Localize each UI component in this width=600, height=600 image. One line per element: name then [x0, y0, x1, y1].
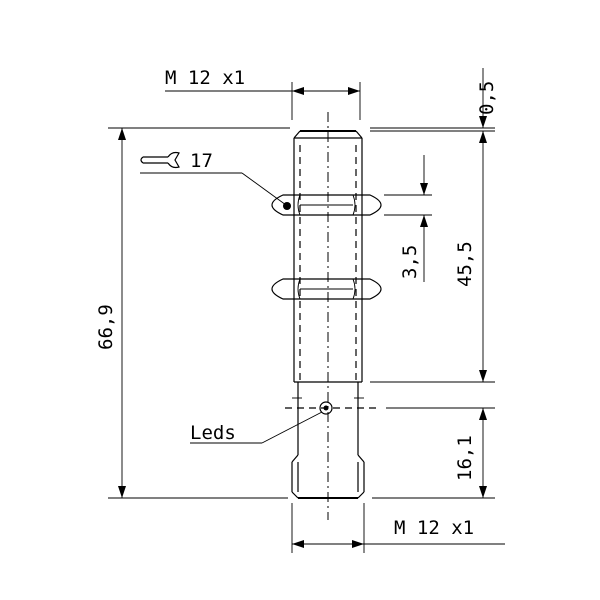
dim-nut-label: 3,5 [399, 245, 421, 279]
sensor-body [291, 112, 365, 520]
thread-label-bottom: M 12 x1 [394, 517, 474, 539]
dim-nut-thickness: 3,5 [384, 155, 432, 282]
wrench-callout: 17 [140, 150, 291, 210]
thread-label-top: M 12 x1 [165, 67, 245, 89]
leds-label: Leds [190, 422, 236, 444]
dim-body-length: 45,5 [370, 131, 495, 383]
leds-callout: Leds [190, 401, 376, 444]
dim-overall-label: 66,9 [95, 304, 117, 350]
led-indicator [319, 401, 333, 415]
dim-connector-length: 16,1 [372, 407, 495, 499]
thread-dimension-top: M 12 x1 [165, 67, 361, 120]
thread-dimension-bottom: M 12 x1 [291, 503, 505, 553]
lower-nut [271, 278, 382, 300]
wrench-size-label: 17 [190, 150, 213, 172]
dim-body-label: 45,5 [454, 241, 476, 287]
upper-nut [271, 194, 382, 216]
dim-tip-label: 0,5 [476, 81, 498, 115]
dim-overall-length: 66,9 [95, 127, 290, 499]
wrench-icon [140, 151, 180, 169]
dim-tip-offset: 0,5 [370, 68, 498, 132]
dim-connector-label: 16,1 [454, 435, 476, 481]
